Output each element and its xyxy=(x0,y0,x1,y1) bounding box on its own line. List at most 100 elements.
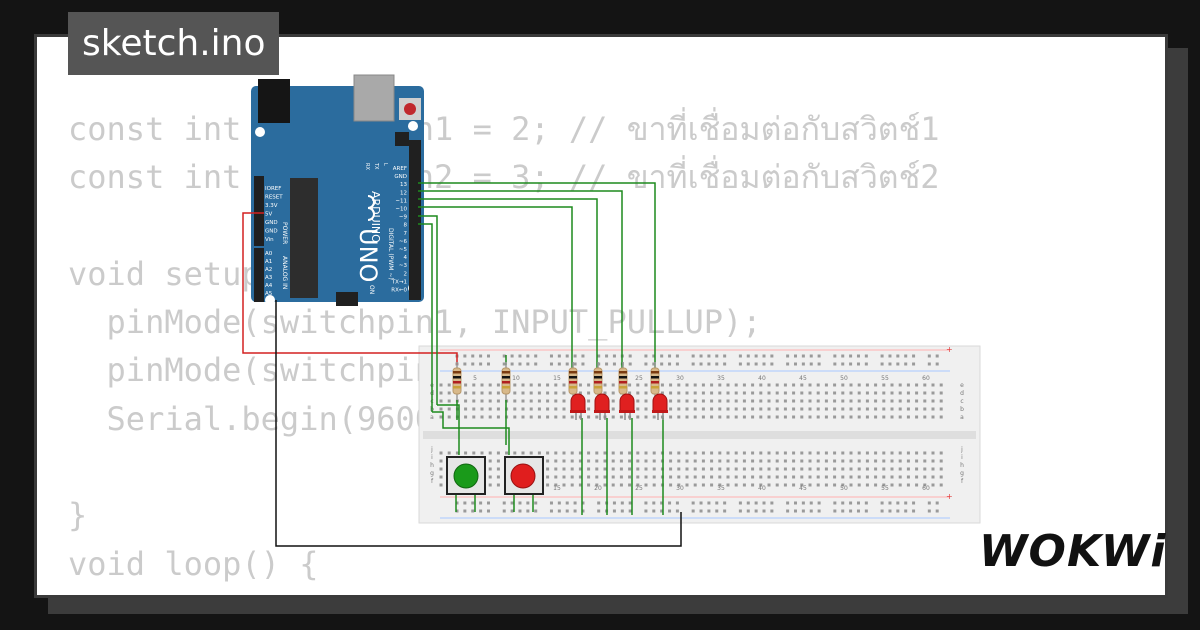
breadboard-hole[interactable] xyxy=(439,391,443,395)
rail-hole[interactable] xyxy=(526,509,530,513)
breadboard-hole[interactable] xyxy=(816,451,820,455)
rail-hole[interactable] xyxy=(809,509,813,513)
rail-hole[interactable] xyxy=(486,501,490,505)
breadboard-hole[interactable] xyxy=(546,451,550,455)
breadboard-hole[interactable] xyxy=(898,407,902,411)
breadboard-hole[interactable] xyxy=(890,391,894,395)
rail-hole[interactable] xyxy=(817,501,821,505)
breadboard-hole[interactable] xyxy=(726,451,730,455)
rail-hole[interactable] xyxy=(762,354,766,358)
breadboard-hole[interactable] xyxy=(554,415,558,419)
breadboard-hole[interactable] xyxy=(488,383,492,387)
rail-hole[interactable] xyxy=(880,501,884,505)
red-led[interactable] xyxy=(619,393,635,413)
rail-hole[interactable] xyxy=(723,362,727,366)
rail-hole[interactable] xyxy=(786,354,790,358)
breadboard-hole[interactable] xyxy=(726,391,730,395)
rail-hole[interactable] xyxy=(723,509,727,513)
rail-hole[interactable] xyxy=(455,501,459,505)
breadboard-hole[interactable] xyxy=(939,383,943,387)
breadboard-hole[interactable] xyxy=(726,467,730,471)
breadboard-hole[interactable] xyxy=(882,391,886,395)
rail-hole[interactable] xyxy=(864,354,868,358)
breadboard-hole[interactable] xyxy=(742,383,746,387)
breadboard-hole[interactable] xyxy=(644,459,648,463)
rail-hole[interactable] xyxy=(841,501,845,505)
breadboard-hole[interactable] xyxy=(906,459,910,463)
breadboard-hole[interactable] xyxy=(644,451,648,455)
rail-hole[interactable] xyxy=(801,362,805,366)
rail-hole[interactable] xyxy=(809,501,813,505)
rail-hole[interactable] xyxy=(801,354,805,358)
rail-hole[interactable] xyxy=(471,362,475,366)
breadboard-hole[interactable] xyxy=(915,451,919,455)
rail-hole[interactable] xyxy=(754,501,758,505)
breadboard-hole[interactable] xyxy=(546,399,550,403)
rail-hole[interactable] xyxy=(927,509,931,513)
rail-hole[interactable] xyxy=(699,354,703,358)
breadboard-hole[interactable] xyxy=(849,391,853,395)
breadboard-hole[interactable] xyxy=(808,467,812,471)
breadboard-hole[interactable] xyxy=(857,383,861,387)
breadboard-hole[interactable] xyxy=(800,407,804,411)
breadboard-hole[interactable] xyxy=(742,459,746,463)
breadboard-hole[interactable] xyxy=(677,407,681,411)
rail-hole[interactable] xyxy=(628,362,632,366)
breadboard-hole[interactable] xyxy=(833,399,837,403)
breadboard-hole[interactable] xyxy=(824,383,828,387)
rail-hole[interactable] xyxy=(573,354,577,358)
breadboard-hole[interactable] xyxy=(906,475,910,479)
breadboard-hole[interactable] xyxy=(677,467,681,471)
breadboard-hole[interactable] xyxy=(923,475,927,479)
breadboard-hole[interactable] xyxy=(915,399,919,403)
rail-hole[interactable] xyxy=(935,362,939,366)
rail-hole[interactable] xyxy=(486,362,490,366)
breadboard-hole[interactable] xyxy=(726,407,730,411)
breadboard-hole[interactable] xyxy=(792,459,796,463)
breadboard-hole[interactable] xyxy=(783,467,787,471)
rail-hole[interactable] xyxy=(691,354,695,358)
breadboard-hole[interactable] xyxy=(841,391,845,395)
breadboard-hole[interactable] xyxy=(783,391,787,395)
breadboard-hole[interactable] xyxy=(496,391,500,395)
breadboard-hole[interactable] xyxy=(718,383,722,387)
breadboard-hole[interactable] xyxy=(874,467,878,471)
rail-hole[interactable] xyxy=(565,362,569,366)
breadboard-hole[interactable] xyxy=(767,383,771,387)
breadboard-hole[interactable] xyxy=(890,415,894,419)
breadboard-hole[interactable] xyxy=(849,467,853,471)
rail-hole[interactable] xyxy=(912,362,916,366)
breadboard-hole[interactable] xyxy=(931,451,935,455)
breadboard-hole[interactable] xyxy=(874,415,878,419)
breadboard-hole[interactable] xyxy=(636,475,640,479)
breadboard-hole[interactable] xyxy=(611,483,615,487)
breadboard-hole[interactable] xyxy=(628,459,632,463)
rail-hole[interactable] xyxy=(746,509,750,513)
breadboard-hole[interactable] xyxy=(603,459,607,463)
breadboard-hole[interactable] xyxy=(808,391,812,395)
breadboard-hole[interactable] xyxy=(710,467,714,471)
rail-hole[interactable] xyxy=(612,509,616,513)
breadboard-hole[interactable] xyxy=(529,451,533,455)
breadboard-hole[interactable] xyxy=(726,483,730,487)
breadboard-hole[interactable] xyxy=(742,399,746,403)
breadboard-hole[interactable] xyxy=(824,459,828,463)
breadboard-hole[interactable] xyxy=(496,415,500,419)
rail-hole[interactable] xyxy=(479,354,483,358)
breadboard-hole[interactable] xyxy=(480,407,484,411)
breadboard-hole[interactable] xyxy=(906,483,910,487)
breadboard-hole[interactable] xyxy=(751,383,755,387)
breadboard-hole[interactable] xyxy=(726,383,730,387)
breadboard-hole[interactable] xyxy=(783,407,787,411)
breadboard-hole[interactable] xyxy=(857,467,861,471)
breadboard-hole[interactable] xyxy=(759,415,763,419)
breadboard-hole[interactable] xyxy=(906,391,910,395)
breadboard-hole[interactable] xyxy=(537,383,541,387)
breadboard-hole[interactable] xyxy=(849,383,853,387)
rail-hole[interactable] xyxy=(652,509,656,513)
breadboard-hole[interactable] xyxy=(710,483,714,487)
breadboard-hole[interactable] xyxy=(759,399,763,403)
breadboard-hole[interactable] xyxy=(906,383,910,387)
rail-hole[interactable] xyxy=(557,501,561,505)
breadboard-hole[interactable] xyxy=(808,483,812,487)
